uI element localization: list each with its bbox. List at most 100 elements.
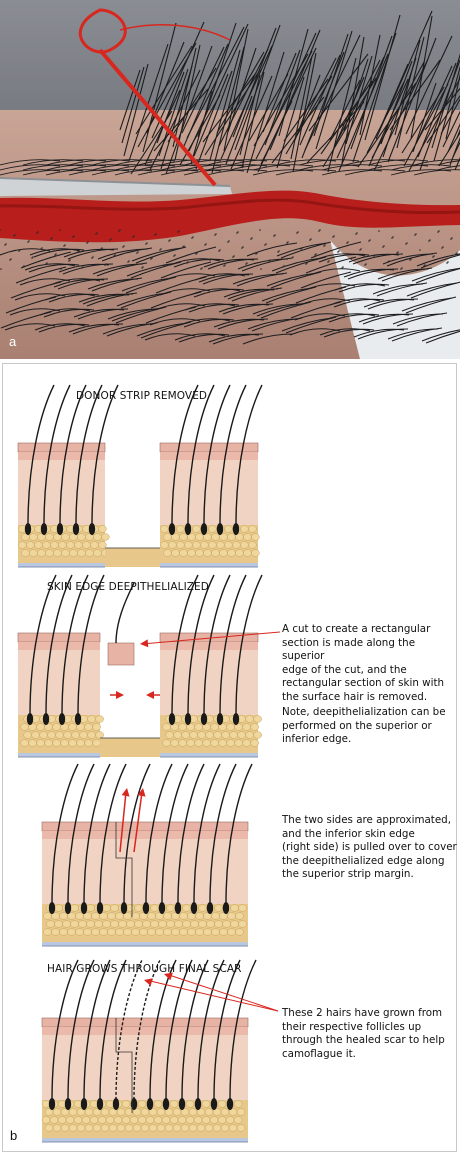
fat-globule xyxy=(68,723,77,731)
fat-globule xyxy=(93,533,102,541)
fat-globule xyxy=(70,904,79,912)
hair-follicle xyxy=(58,713,66,725)
fat-globule xyxy=(163,928,172,936)
hair-shaft xyxy=(45,574,73,716)
photo-label: a xyxy=(9,334,17,349)
fat-globule xyxy=(214,920,223,928)
fat-globule xyxy=(77,549,86,557)
fat-globule xyxy=(76,739,85,747)
hair-shaft xyxy=(203,384,231,526)
fat-globule xyxy=(29,549,38,557)
fat-globule xyxy=(107,912,116,920)
fat-globule xyxy=(172,1124,182,1132)
fat-globule xyxy=(36,739,45,747)
fat-globule xyxy=(176,525,185,533)
hair-follicle xyxy=(168,523,176,535)
right-skin-fascia xyxy=(160,563,258,567)
left-skin-fascia xyxy=(18,563,105,567)
fat-globule xyxy=(160,541,169,549)
fat-globule xyxy=(110,920,119,928)
hair-follicle xyxy=(48,1098,56,1110)
note-line: inferior edge. xyxy=(282,733,352,745)
fat-globule xyxy=(192,541,201,549)
closed-skin-dermis-upper xyxy=(42,831,248,839)
fat-globule xyxy=(218,739,227,747)
hair-shaft xyxy=(209,763,237,905)
fat-globule xyxy=(137,1116,147,1124)
hair-follicle xyxy=(226,1098,234,1110)
hair-shaft xyxy=(171,574,199,716)
fat-globule xyxy=(201,1116,211,1124)
fat-globule xyxy=(84,739,93,747)
fat-globule xyxy=(211,928,220,936)
hair-follicle xyxy=(24,523,32,535)
fat-globule xyxy=(84,1124,94,1132)
left-skin-epidermis xyxy=(17,632,101,643)
approx-arrow-left xyxy=(146,691,154,699)
hair-shaft xyxy=(187,384,215,526)
healed-skin-dermis-upper xyxy=(42,1027,248,1035)
fat-globule xyxy=(81,1116,91,1124)
hair-follicle xyxy=(26,713,34,725)
fat-globule xyxy=(173,731,182,739)
fat-globule xyxy=(97,1116,107,1124)
fat-globule xyxy=(211,533,220,541)
fat-globule xyxy=(209,1116,219,1124)
fat-globule xyxy=(182,904,191,912)
hair-shaft xyxy=(91,384,119,526)
hair-follicle xyxy=(80,902,88,914)
fat-globule xyxy=(213,731,222,739)
fat-globule xyxy=(178,723,187,731)
fat-globule xyxy=(206,920,215,928)
scar-line xyxy=(115,1018,133,1113)
fat-globule xyxy=(98,525,107,533)
fat-globule xyxy=(203,549,212,557)
fat-globule xyxy=(26,541,35,549)
fat-globule xyxy=(194,723,203,731)
fat-globule xyxy=(52,1108,62,1116)
hair-shaft xyxy=(83,959,111,1101)
fat-globule xyxy=(82,541,91,549)
hair-arrowhead xyxy=(121,788,130,797)
hair-shaft xyxy=(27,384,55,526)
hair-shaft xyxy=(133,959,161,1101)
left-skin-fascia xyxy=(18,753,100,757)
fat-globule xyxy=(169,1116,179,1124)
fat-globule xyxy=(225,1116,235,1124)
fat-globule xyxy=(107,928,116,936)
fat-globule xyxy=(41,1100,51,1108)
fat-globule xyxy=(126,920,135,928)
hair-follicle xyxy=(80,1098,88,1110)
closed-skin-fascia xyxy=(42,942,248,946)
fat-globule xyxy=(169,1100,179,1108)
fat-globule xyxy=(61,533,70,541)
fat-globule xyxy=(66,541,75,549)
fat-globule xyxy=(234,739,243,747)
panel-approximated xyxy=(41,763,253,947)
fat-globule xyxy=(196,1124,206,1132)
fat-globule xyxy=(188,1124,198,1132)
fat-globule xyxy=(164,1124,174,1132)
fat-globule xyxy=(153,1100,163,1108)
hair-shaft xyxy=(193,763,221,905)
fat-globule xyxy=(236,1108,246,1116)
fat-globule xyxy=(52,739,61,747)
fat-globule xyxy=(242,739,251,747)
fat-globule xyxy=(29,533,38,541)
fat-globule xyxy=(86,920,95,928)
note-line: their respective follicles up xyxy=(282,1020,422,1033)
panel-donor-strip xyxy=(17,384,263,568)
fat-globule xyxy=(137,1100,147,1108)
figure-label: b xyxy=(10,1128,18,1143)
fat-globule xyxy=(110,904,119,912)
hair-shaft xyxy=(213,959,241,1101)
hair-shaft xyxy=(229,959,257,1101)
fat-globule xyxy=(46,920,55,928)
fat-globule xyxy=(235,549,244,557)
right-skin-dermis xyxy=(160,460,258,525)
fat-globule xyxy=(230,920,239,928)
fat-globule xyxy=(224,541,233,549)
fat-globule xyxy=(220,1108,230,1116)
fat-globule xyxy=(195,549,204,557)
fat-globule xyxy=(54,904,63,912)
